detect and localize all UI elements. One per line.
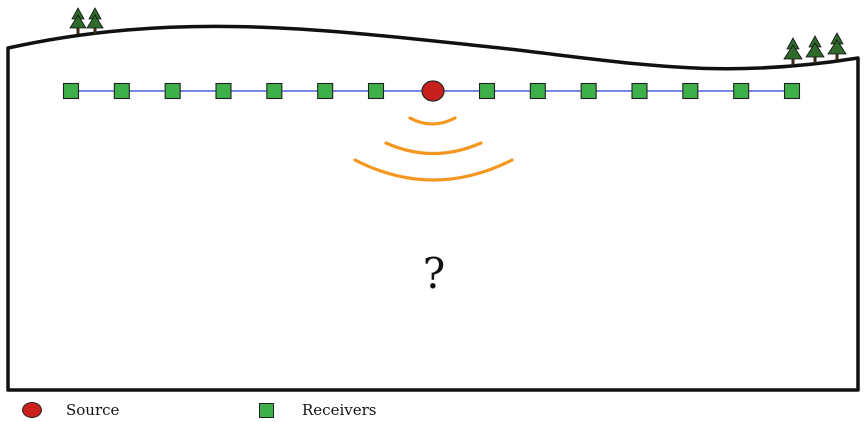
receiver-marker (580, 82, 597, 100)
receiver-marker (682, 82, 699, 100)
pine-tree-icon (783, 37, 803, 65)
unknown-subsurface-label: ? (423, 249, 446, 298)
receiver-marker (478, 82, 496, 100)
receiver-marker (367, 82, 385, 100)
receiver-marker (113, 82, 130, 100)
seismic-survey-diagram: ? (6, 7, 860, 392)
legend-source: Source (22, 398, 119, 422)
receiver-marker (631, 82, 648, 100)
receiver-marker (215, 82, 232, 100)
receiver-marker (529, 82, 546, 100)
receiver-marker (733, 82, 750, 100)
wave-arc-middle (384, 141, 483, 156)
tree-group-left (69, 7, 104, 34)
wave-arc-inner (408, 116, 457, 126)
tree-group-right (783, 32, 847, 65)
receiver-marker (317, 82, 334, 100)
pine-tree-icon (827, 32, 847, 60)
receiver-marker (266, 82, 283, 100)
wave-arc-outer (353, 158, 514, 182)
red-circle-icon (22, 402, 42, 418)
pine-tree-icon (86, 7, 104, 34)
legend-receivers: Receivers (259, 398, 376, 422)
earth-cross-section (6, 24, 860, 392)
source-marker (421, 80, 445, 102)
receiver-marker (62, 82, 80, 100)
green-square-icon (259, 402, 274, 418)
legend-source-label: Source (66, 401, 120, 419)
wave-arcs (353, 116, 514, 182)
legend-receivers-label: Receivers (302, 401, 377, 419)
receiver-array (62, 82, 801, 100)
receiver-marker (783, 82, 801, 100)
pine-tree-icon (69, 7, 87, 34)
pine-tree-icon (805, 35, 825, 63)
receiver-marker (164, 82, 181, 100)
